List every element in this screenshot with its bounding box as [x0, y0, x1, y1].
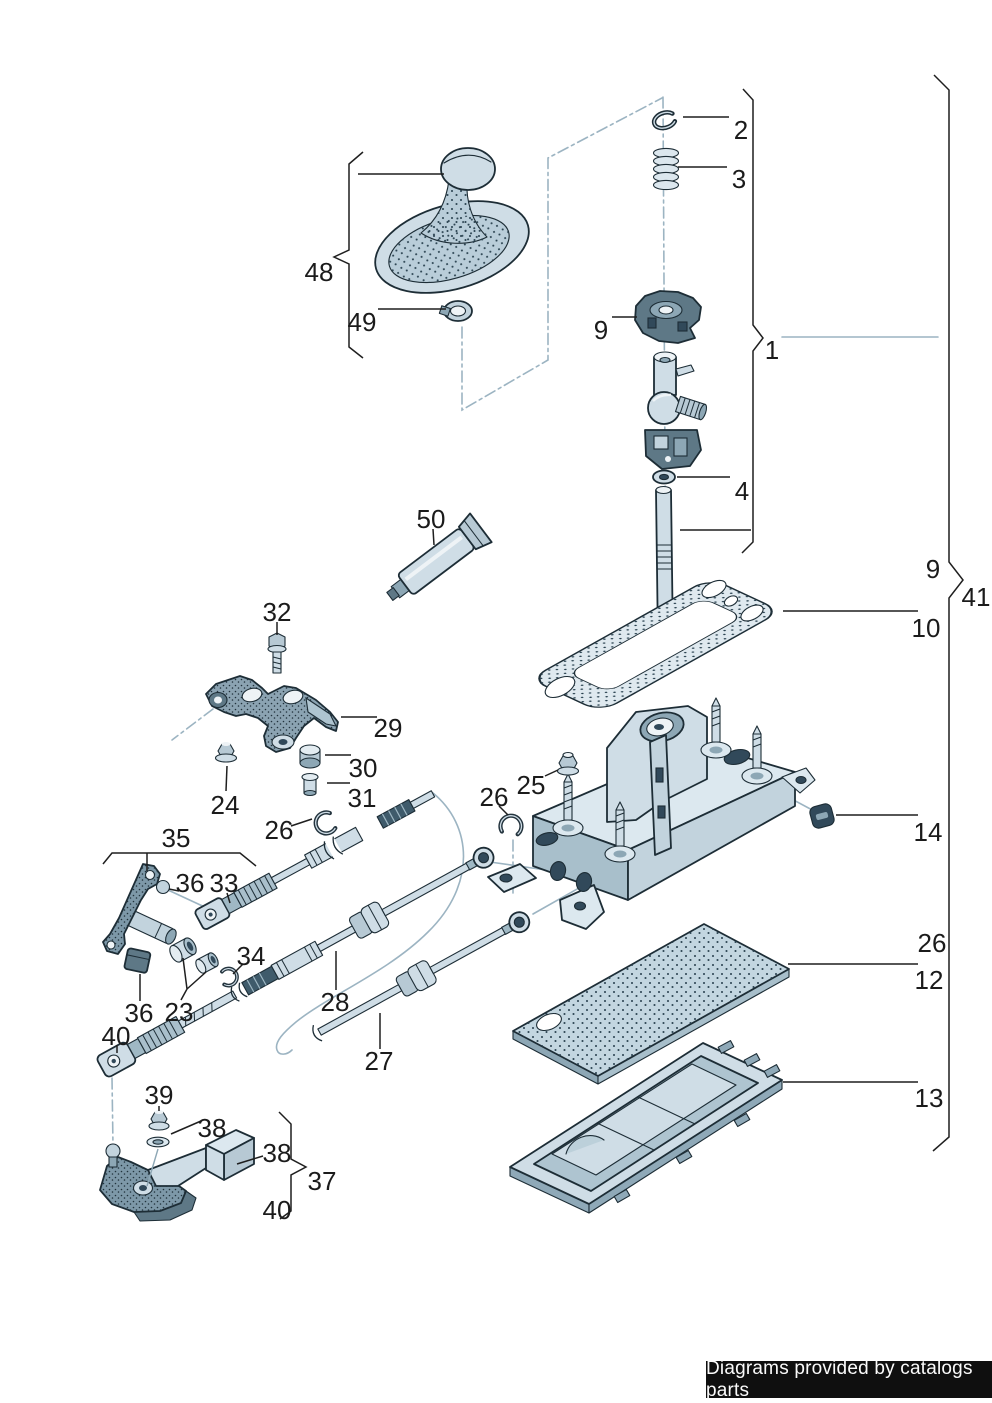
gasket — [538, 579, 773, 708]
part-label-10[interactable]: 10 — [911, 613, 941, 643]
grease-tube — [386, 512, 493, 601]
bracket-37 — [278, 1111, 308, 1220]
bracket-41 — [932, 74, 964, 1152]
part-label-38[interactable]: 38 — [262, 1138, 292, 1168]
lever-bearing-housing — [634, 290, 702, 344]
part-label-48[interactable]: 48 — [304, 257, 334, 287]
part-label-34[interactable]: 34 — [236, 941, 266, 971]
part-label-2[interactable]: 2 — [733, 115, 749, 145]
part-label-40[interactable]: 40 — [262, 1195, 292, 1225]
part-label-24[interactable]: 24 — [210, 790, 240, 820]
pivot-bushing — [169, 937, 197, 963]
part-label-13[interactable]: 13 — [914, 1083, 944, 1113]
part-label-36[interactable]: 36 — [124, 998, 154, 1028]
part-label-14[interactable]: 14 — [913, 817, 943, 847]
pivot-bushing — [195, 952, 219, 974]
part-label-27[interactable]: 27 — [364, 1046, 394, 1076]
shift-cable — [96, 846, 495, 1078]
circlip — [498, 813, 524, 837]
part-label-38[interactable]: 38 — [197, 1113, 227, 1143]
threaded-stub — [674, 395, 708, 421]
part-label-30[interactable]: 30 — [348, 753, 378, 783]
retaining-clip — [651, 110, 678, 131]
ball-stud — [155, 879, 171, 895]
leader-lines — [116, 116, 918, 1165]
bracket-48 — [332, 151, 364, 359]
part-label-50[interactable]: 50 — [416, 504, 446, 534]
cap-nut — [123, 947, 152, 974]
cable-loop — [275, 792, 465, 1055]
insulation-pad — [512, 923, 790, 1085]
part-label-26[interactable]: 26 — [264, 815, 294, 845]
part-label-12[interactable]: 12 — [914, 965, 944, 995]
part-label-3[interactable]: 3 — [731, 164, 747, 194]
sleeve — [301, 772, 319, 797]
part-label-37[interactable]: 37 — [307, 1166, 337, 1196]
part-label-41[interactable]: 41 — [961, 582, 991, 612]
part-label-26[interactable]: 26 — [479, 782, 509, 812]
bracket-1 — [741, 88, 764, 554]
part-label-23[interactable]: 23 — [164, 997, 194, 1027]
part-label-36[interactable]: 36 — [175, 868, 205, 898]
part-label-4[interactable]: 4 — [734, 476, 750, 506]
stud-screws — [552, 697, 773, 863]
bolt — [267, 632, 287, 674]
lock-nut — [214, 742, 238, 763]
shifter-housing — [487, 697, 835, 930]
relay-lever — [102, 863, 219, 974]
lock-washer — [220, 966, 239, 988]
part-label-32[interactable]: 32 — [262, 597, 292, 627]
part-label-9[interactable]: 9 — [593, 315, 609, 345]
counterweight-assembly — [99, 1110, 255, 1222]
provider-banner: Diagrams provided by catalogs parts — [706, 1358, 992, 1401]
part-label-39[interactable]: 39 — [144, 1080, 174, 1110]
part-label-9[interactable]: 9 — [925, 554, 941, 584]
knob-head — [440, 147, 496, 191]
flange-nut — [148, 1110, 170, 1131]
part-label-26[interactable]: 26 — [917, 928, 947, 958]
group-brackets — [102, 74, 964, 1220]
part-label-1[interactable]: 1 — [764, 335, 780, 365]
shift-knob-and-boot — [374, 147, 530, 322]
selector-cable-end — [194, 790, 436, 930]
flange-nut — [556, 751, 580, 776]
part-label-25[interactable]: 25 — [516, 770, 546, 800]
part-label-35[interactable]: 35 — [161, 823, 191, 853]
part-label-33[interactable]: 33 — [209, 868, 239, 898]
spring — [652, 147, 680, 191]
bracket-35 — [102, 852, 257, 867]
part-label-28[interactable]: 28 — [320, 987, 350, 1017]
part-label-40[interactable]: 40 — [101, 1021, 131, 1051]
circlip — [313, 810, 338, 836]
shift-lever-upper — [644, 351, 708, 470]
part-label-49[interactable]: 49 — [347, 307, 377, 337]
support-bracket — [205, 675, 339, 753]
cover-tray — [509, 1040, 783, 1214]
stop-washer — [652, 469, 676, 485]
part-label-31[interactable]: 31 — [347, 783, 377, 813]
damper-grommet — [809, 803, 835, 829]
part-label-29[interactable]: 29 — [373, 713, 403, 743]
shift-cable-lower — [312, 911, 531, 1042]
bushing — [299, 744, 321, 769]
